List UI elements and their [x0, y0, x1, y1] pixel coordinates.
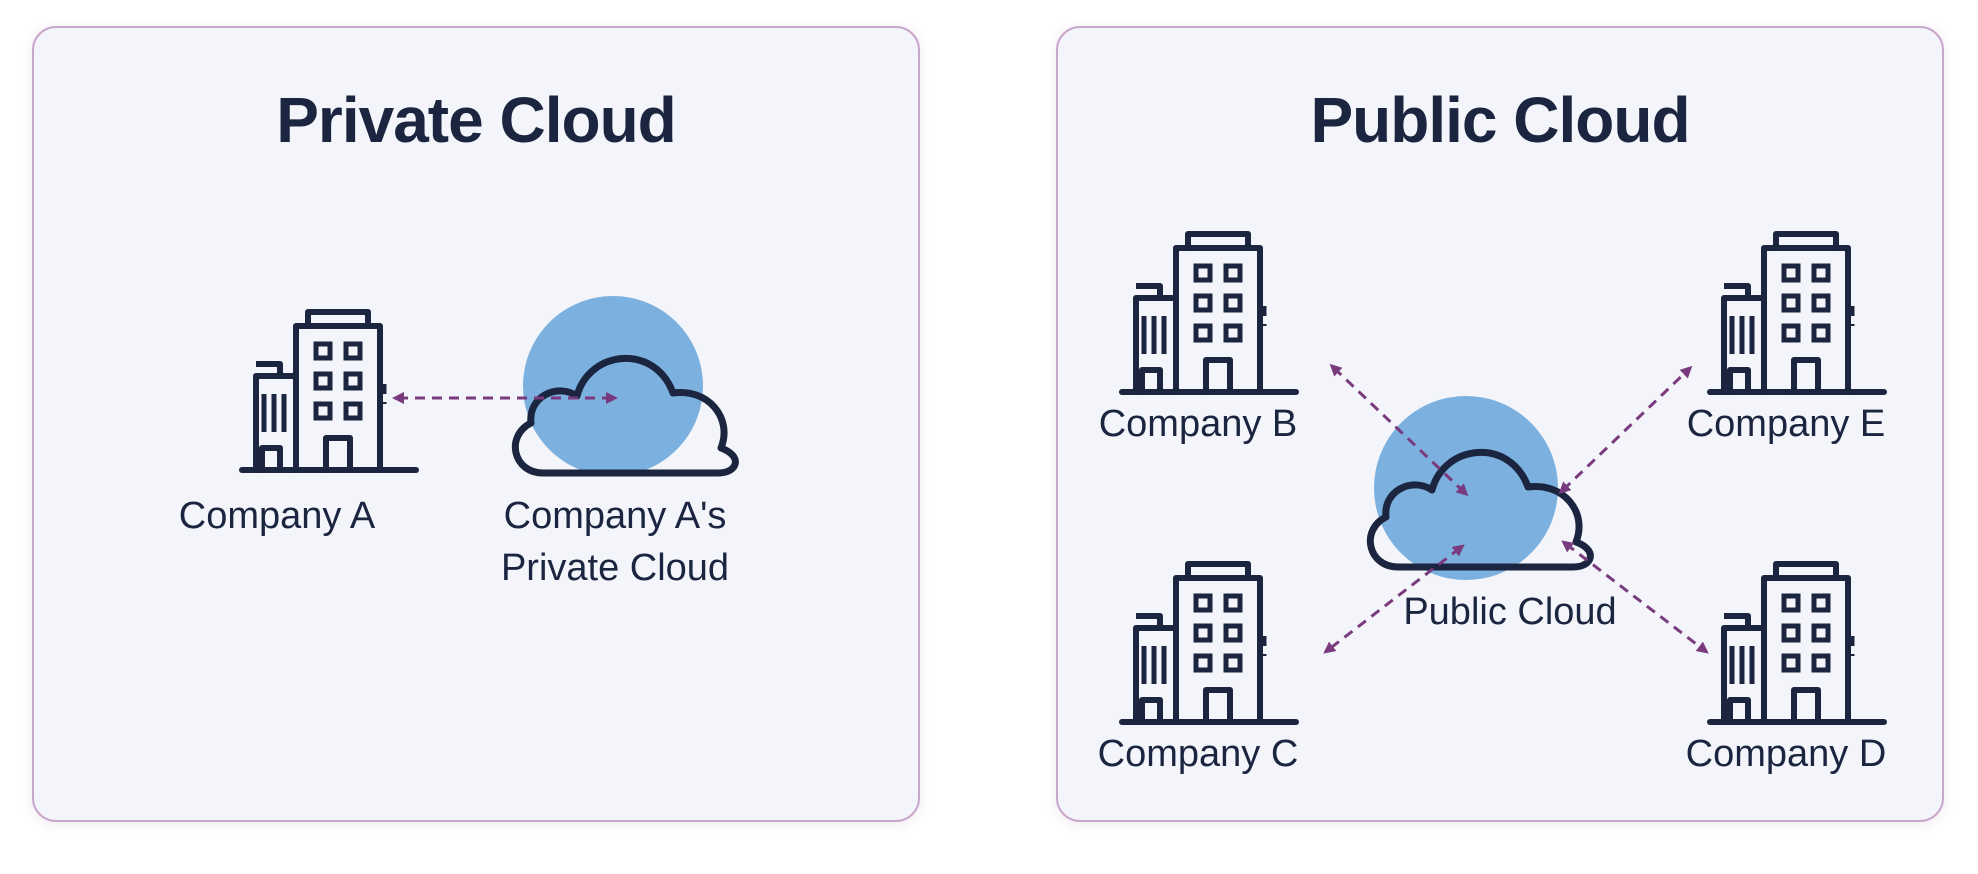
- public-cloud-label: Public Cloud: [1403, 591, 1616, 633]
- double-arrow-icon: [1329, 363, 1469, 497]
- public-cloud-panel: Public Cloud Company B Company E Company…: [1056, 26, 1944, 822]
- company-c-building-icon: [1122, 564, 1296, 722]
- company-e-label: Company E: [1687, 403, 1886, 445]
- double-arrow-icon: [1558, 365, 1693, 495]
- double-arrow-icon: [1561, 540, 1709, 654]
- private-cloud-panel: Private Cloud Company A Company A's Priv…: [32, 26, 920, 822]
- company-e-building-icon: [1710, 234, 1884, 392]
- public-cloud-diagram: Company B Company E Company C Company D …: [1098, 28, 1946, 775]
- private-cloud-title: Private Cloud: [276, 84, 677, 156]
- public-cloud-title: Public Cloud: [1310, 84, 1690, 156]
- private-cloud-label-line2: Private Cloud: [501, 547, 729, 589]
- company-d-building-icon: [1710, 564, 1884, 722]
- company-a-building-icon: [242, 312, 416, 470]
- company-a-label: Company A: [179, 495, 376, 537]
- company-b-label: Company B: [1099, 403, 1298, 445]
- private-cloud-diagram: Company A Company A's Private Cloud: [179, 296, 922, 589]
- private-cloud-label-line1: Company A's: [504, 495, 727, 537]
- double-arrow-icon: [1323, 544, 1465, 654]
- company-d-label: Company D: [1686, 733, 1887, 775]
- company-b-building-icon: [1122, 234, 1296, 392]
- private-cloud-circle: [523, 296, 703, 476]
- company-c-label: Company C: [1098, 733, 1299, 775]
